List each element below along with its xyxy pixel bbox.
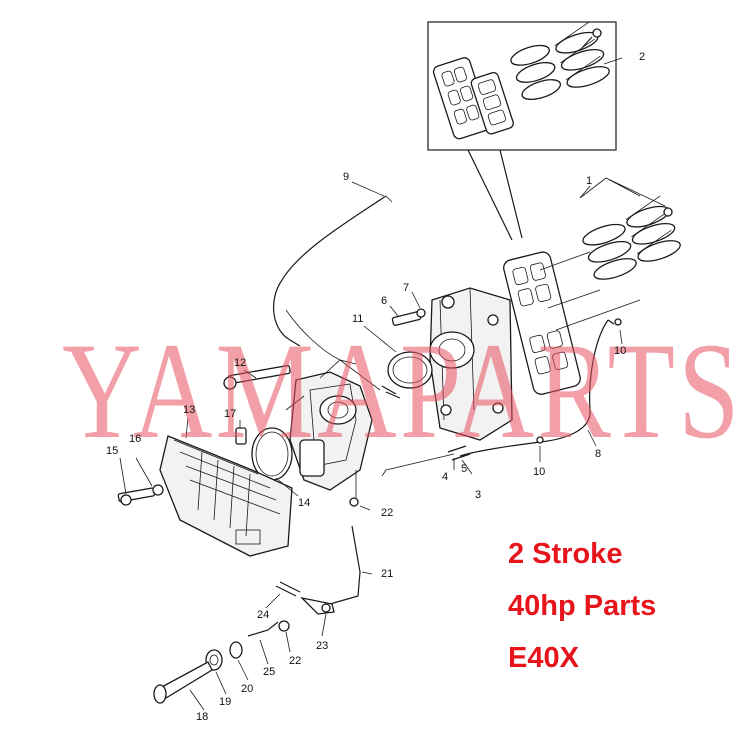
callout-3: 3	[475, 489, 482, 501]
callout-6: 6	[381, 295, 388, 307]
callout-22b: 22	[289, 655, 302, 667]
choke-knob-18	[153, 661, 213, 704]
callout-9: 9	[343, 171, 350, 183]
callout-15: 15	[106, 445, 119, 457]
callout-20: 20	[241, 683, 254, 695]
title-line-2: 40hp Parts	[508, 590, 657, 622]
callout-7: 7	[403, 282, 410, 294]
spring-24	[275, 581, 301, 597]
intake-manifold	[429, 287, 513, 441]
callout-8: 8	[595, 448, 602, 460]
link-25	[247, 621, 279, 637]
callout-22a: 22	[381, 507, 394, 519]
washer-20	[229, 641, 243, 659]
title-line-1: 2 Stroke	[508, 538, 623, 570]
callout-12: 12	[234, 357, 247, 369]
screw-6	[391, 308, 426, 326]
callout-5: 5	[461, 463, 468, 475]
callout-14: 14	[298, 497, 311, 509]
link-rod-21	[329, 525, 361, 605]
callout-1: 1	[586, 175, 593, 187]
callout-19: 19	[219, 696, 232, 708]
clip-22-lower	[278, 620, 290, 632]
callout-13: 13	[183, 404, 196, 416]
hose-8	[459, 319, 609, 457]
lever-23	[300, 596, 335, 615]
title-line-3: E40X	[508, 642, 579, 674]
callout-23: 23	[316, 640, 329, 652]
reed-valve-assembly	[503, 177, 681, 395]
bolt-12	[223, 364, 291, 390]
hose-9	[273, 195, 387, 347]
reed-valve-inset	[427, 21, 617, 151]
silencer-cover-13	[159, 435, 293, 557]
callout-11: 11	[352, 313, 364, 325]
callout-16: 16	[129, 433, 142, 445]
callout-21: 21	[381, 568, 394, 580]
bolt-15	[117, 487, 156, 506]
callout-18: 18	[196, 711, 209, 723]
callout-10a: 10	[614, 345, 627, 357]
leader-lines	[119, 57, 623, 711]
callout-10b: 10	[533, 466, 546, 478]
callout-17: 17	[224, 408, 237, 420]
gasket-11	[381, 351, 433, 399]
callout-25: 25	[263, 666, 276, 678]
callout-4: 4	[442, 471, 449, 483]
callout-2: 2	[639, 51, 646, 63]
pin-17	[235, 427, 247, 445]
callout-24: 24	[257, 609, 270, 621]
carburetor-body	[285, 359, 373, 507]
washer-16	[152, 484, 164, 496]
